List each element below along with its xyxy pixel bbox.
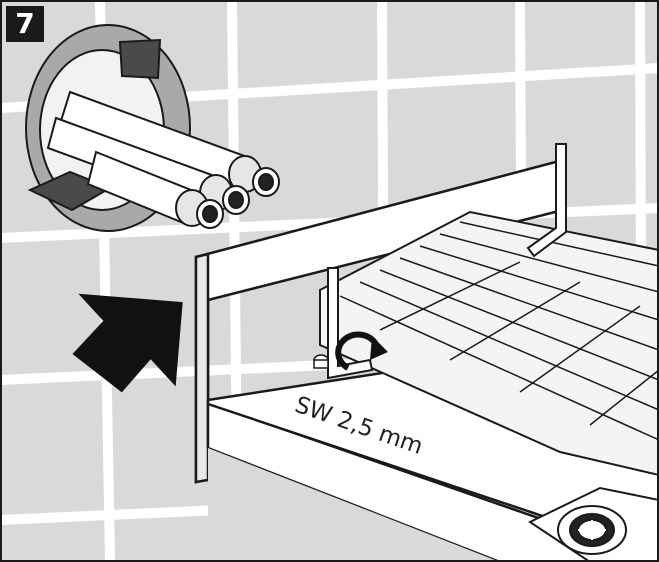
screw <box>313 354 329 369</box>
rotate-arrow-icon <box>335 331 388 371</box>
arrow-icon <box>72 293 183 393</box>
grille-frame <box>319 210 659 477</box>
step-number-badge: 7 <box>6 6 44 42</box>
valve-connectors <box>46 90 280 229</box>
hex-key-icon <box>526 143 567 258</box>
drain-outlet <box>527 486 659 562</box>
valve-connector <box>86 150 224 229</box>
